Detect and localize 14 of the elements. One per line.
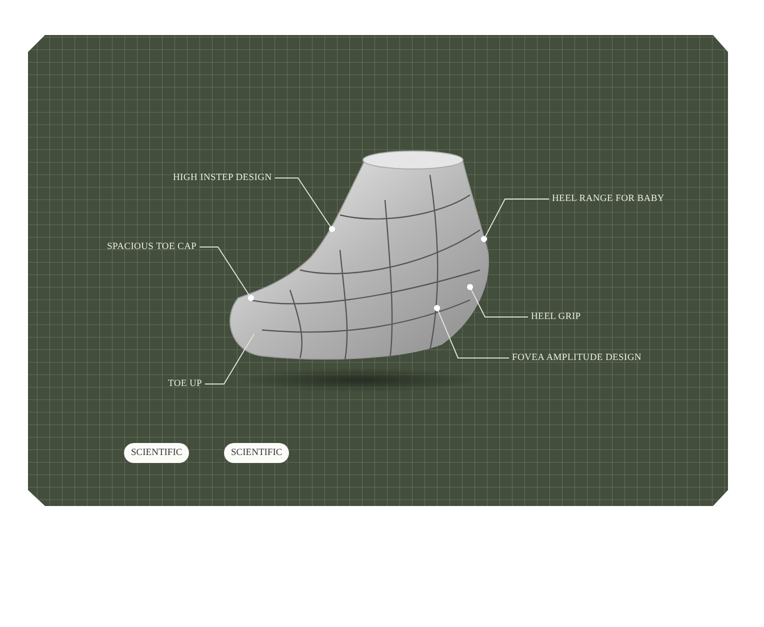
leader-line: [199, 246, 254, 302]
callout-label: HIGH INSTEP DESIGN: [173, 172, 272, 184]
callout-label: HEEL RANGE FOR BABY: [552, 193, 664, 205]
leader-line: [274, 178, 336, 232]
leader-line: [434, 304, 510, 358]
callout-label: HEEL GRIP: [531, 311, 581, 323]
callout-label: FOVEA AMPLITUDE DESIGN: [512, 352, 642, 364]
leader-line: [204, 334, 254, 384]
leader-line: [466, 284, 528, 318]
tag-pill: SCIENTIFIC: [124, 443, 190, 463]
tag-pill: SCIENTIFIC: [224, 443, 290, 463]
leader-line: [480, 198, 550, 242]
callout-label: TOE UP: [168, 378, 202, 390]
callout-label: SPACIOUS TOE CAP: [107, 241, 197, 253]
